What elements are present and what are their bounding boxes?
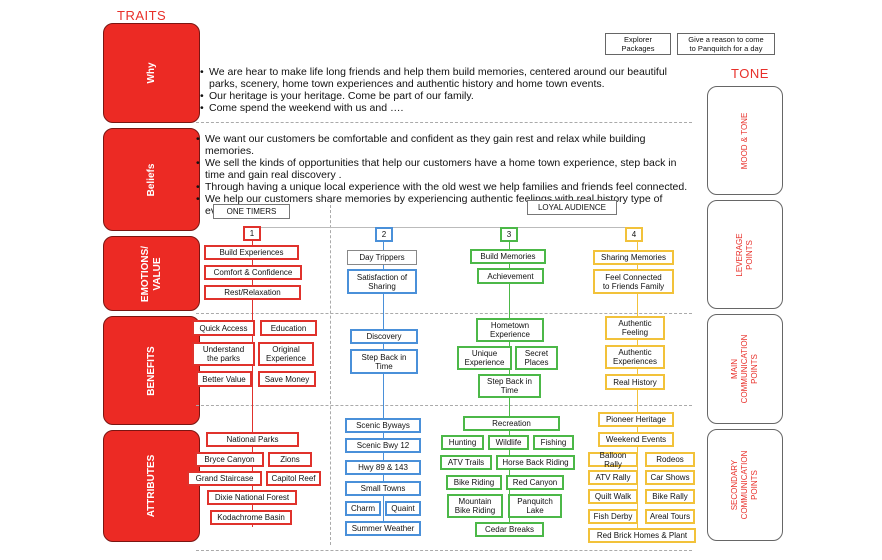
col1-attribute: Grand Staircase xyxy=(187,471,262,486)
divider xyxy=(196,122,692,123)
belief-bullet: We sell the kinds of opportunities that … xyxy=(196,157,696,181)
col4-benefit: Real History xyxy=(605,374,665,390)
col4-emotion: Feel Connected to Friends Family xyxy=(593,269,674,294)
col1-benefit: Save Money xyxy=(258,371,316,387)
col3-benefit: Hometown Experience xyxy=(476,318,544,342)
col4-attribute: Fish Derby xyxy=(588,509,638,524)
col1-benefit: Original Experience xyxy=(258,342,314,366)
col2-attribute: Small Towns xyxy=(345,481,421,496)
reason-to-come-button[interactable]: Give a reason to come to Panquitch for a… xyxy=(677,33,775,55)
col4-attribute: Car Shows xyxy=(645,470,695,485)
col1-attribute: Kodachrome Basin xyxy=(210,510,292,525)
col2-emotion: Satisfaction of Sharing xyxy=(347,269,417,294)
col3-benefit: Step Back in Time xyxy=(478,374,541,398)
why-bullet: Our heritage is your heritage. Come be p… xyxy=(200,90,690,102)
vertical-divider xyxy=(330,200,331,545)
col1-attribute: Capitol Reef xyxy=(266,471,321,486)
trait-attributes: ATTRIBUTES xyxy=(103,430,200,542)
trait-emotions-value: EMOTIONS/ VALUE xyxy=(103,236,200,311)
col2-attribute: Summer Weather xyxy=(345,521,421,536)
col1-attribute: Dixie National Forest xyxy=(207,490,297,505)
col4-attribute: Pioneer Heritage xyxy=(598,412,674,427)
one-timers-label: ONE TIMERS xyxy=(213,204,290,219)
col3-emotion: Build Memories xyxy=(470,249,546,264)
col4-attribute: ATV Rally xyxy=(588,470,638,485)
col4-attribute: Quilt Walk xyxy=(588,489,638,504)
col3-attribute: ATV Trails xyxy=(440,455,492,470)
col2-connector xyxy=(383,240,384,530)
col3-attribute: Cedar Breaks xyxy=(475,522,544,537)
divider xyxy=(196,550,692,551)
col3-attribute: Hunting xyxy=(441,435,484,450)
col2-attribute: Hwy 89 & 143 xyxy=(345,460,421,475)
tone-main-communication: MAIN COMMUNICATION POINTS xyxy=(707,314,783,424)
col2-attribute: Scenic Bwy 12 xyxy=(345,438,421,453)
col3-attribute: Wildlife xyxy=(488,435,529,450)
col1-benefit: Education xyxy=(260,320,317,336)
col1-number: 1 xyxy=(243,226,261,241)
col4-attribute: Areal Tours xyxy=(645,509,695,524)
col3-attribute: Panquitch Lake xyxy=(508,494,562,518)
col1-benefit: Quick Access xyxy=(192,320,255,336)
col4-attribute: Rodeos xyxy=(645,452,695,467)
col1-benefit: Understand the parks xyxy=(192,342,255,366)
trait-benefits: BENEFITS xyxy=(103,316,200,425)
why-bullet: We are hear to make life long friends an… xyxy=(200,66,690,90)
columns-connector xyxy=(252,227,638,228)
col1-emotion: Rest/Relaxation xyxy=(204,285,301,300)
why-bullet: Come spend the weekend with us and …. xyxy=(200,102,690,114)
col3-attribute: Red Canyon xyxy=(506,475,564,490)
tone-secondary-communication: SECONDARY COMMUNICATION POINTS xyxy=(707,429,783,541)
explorer-packages-button[interactable]: Explorer Packages xyxy=(605,33,671,55)
col1-attribute: National Parks xyxy=(206,432,299,447)
col4-benefit: Authentic Feeling xyxy=(605,316,665,340)
col4-benefit: Authentic Experiences xyxy=(605,345,665,369)
col3-benefit: Secret Places xyxy=(515,346,558,370)
tone-mood: MOOD & TONE xyxy=(707,86,783,195)
col2-number: 2 xyxy=(375,227,393,242)
col1-benefit: Better Value xyxy=(196,371,252,387)
col4-attribute: Weekend Events xyxy=(598,432,674,447)
col3-attribute: Recreation xyxy=(463,416,560,431)
col1-emotion: Comfort & Confidence xyxy=(204,265,302,280)
col4-attribute: Bike Rally xyxy=(645,489,695,504)
col2-benefit: Discovery xyxy=(350,329,418,344)
belief-bullet: Through having a unique local experience… xyxy=(196,181,696,193)
col4-attribute: Balloon Rally xyxy=(588,451,638,469)
col1-attribute: Zions xyxy=(268,452,312,467)
col1-connector xyxy=(252,237,253,527)
trait-why: Why xyxy=(103,23,200,123)
col2-attribute: Scenic Byways xyxy=(345,418,421,433)
divider xyxy=(196,313,692,314)
col3-emotion: Achievement xyxy=(477,268,544,284)
col3-attribute: Fishing xyxy=(533,435,574,450)
col2-benefit: Step Back in Time xyxy=(350,349,418,374)
trait-beliefs: Beliefs xyxy=(103,128,200,231)
why-bullets: We are hear to make life long friends an… xyxy=(200,66,690,114)
col4-number: 4 xyxy=(625,227,643,242)
tone-heading: TONE xyxy=(731,66,769,81)
tone-leverage: LEVERAGE POINTS xyxy=(707,200,783,309)
col3-number: 3 xyxy=(500,227,518,242)
col2-emotion: Day Trippers xyxy=(347,250,417,265)
col4-emotion: Sharing Memories xyxy=(593,250,674,265)
col3-attribute: Mountain Bike Riding xyxy=(447,494,503,518)
divider xyxy=(196,405,692,406)
col1-emotion: Build Experiences xyxy=(204,245,299,260)
col3-attribute: Horse Back Riding xyxy=(496,455,575,470)
col3-benefit: Unique Experience xyxy=(457,346,512,370)
col4-attribute: Red Brick Homes & Plant xyxy=(588,528,696,543)
loyal-audience-label: LOYAL AUDIENCE xyxy=(527,200,617,215)
col2-attribute: Charm xyxy=(345,501,381,516)
col2-attribute: Quaint xyxy=(385,501,421,516)
col3-attribute: Bike Riding xyxy=(446,475,502,490)
belief-bullet: We want our customers be comfortable and… xyxy=(196,133,696,157)
col1-attribute: Bryce Canyon xyxy=(195,452,264,467)
traits-heading: TRAITS xyxy=(117,8,167,23)
